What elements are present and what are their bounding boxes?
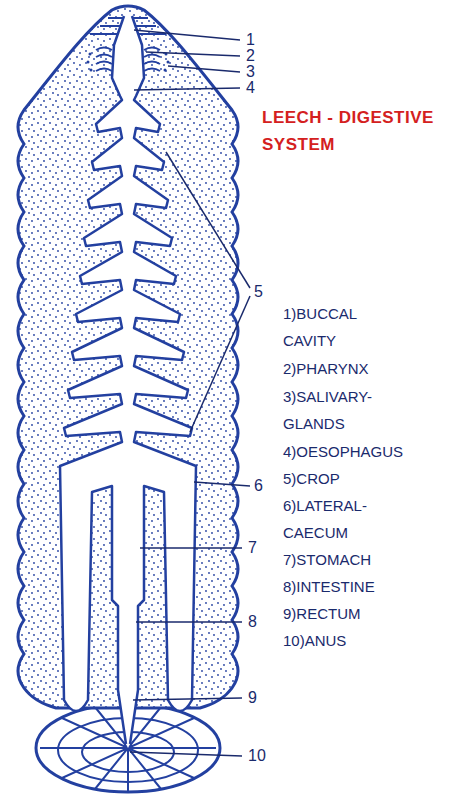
leader-line [194,482,250,486]
salivary-gland [87,61,90,64]
callout-number: 5 [254,283,263,301]
leader-line [134,30,240,40]
diagram-title: LEECH - DIGESTIVE SYSTEM [262,104,446,158]
salivary-gland [90,69,93,72]
salivary-gland [89,53,92,56]
leader-line [130,752,242,756]
part-name: 2)PHARYNX [283,355,369,382]
leader-line [130,30,250,756]
part-name: 6)LATERAL- CAECUM [283,492,398,546]
leader-line [133,698,242,700]
part-name: 4)OESOPHAGUS [283,438,403,465]
callout-number: 3 [246,63,255,81]
callout-number: 10 [248,747,266,765]
leader-line [146,52,240,56]
callout-number: 9 [248,689,257,707]
salivary-gland [87,53,93,72]
part-name: 1)BUCCAL CAVITY [283,300,398,354]
pharynx-muscle [96,48,112,72]
leader-line [134,88,240,90]
callout-number: 2 [246,47,255,65]
gut [60,16,128,748]
callout-number: 6 [254,477,263,495]
part-name: 10)ANUS [283,627,346,654]
leader-line [166,152,250,288]
callout-number: 4 [246,79,255,97]
leader-line [136,621,242,623]
leader-line [168,66,240,72]
callout-number: 8 [248,613,257,631]
part-name: 9)RECTUM [283,600,361,627]
gut [60,16,196,748]
part-name: 5)CROP [283,465,340,492]
callout-number: 7 [248,539,257,557]
gut-wall [60,16,126,744]
gut-mirror [128,16,196,748]
gut-lumen [60,16,128,748]
part-name: 7)STOMACH [283,546,371,573]
part-name: 8)INTESTINE [283,573,375,600]
callout-number: 1 [246,31,255,49]
leader-line [190,296,250,432]
part-name: 3)SALIVARY- GLANDS [283,383,398,437]
leader-line [140,547,242,549]
